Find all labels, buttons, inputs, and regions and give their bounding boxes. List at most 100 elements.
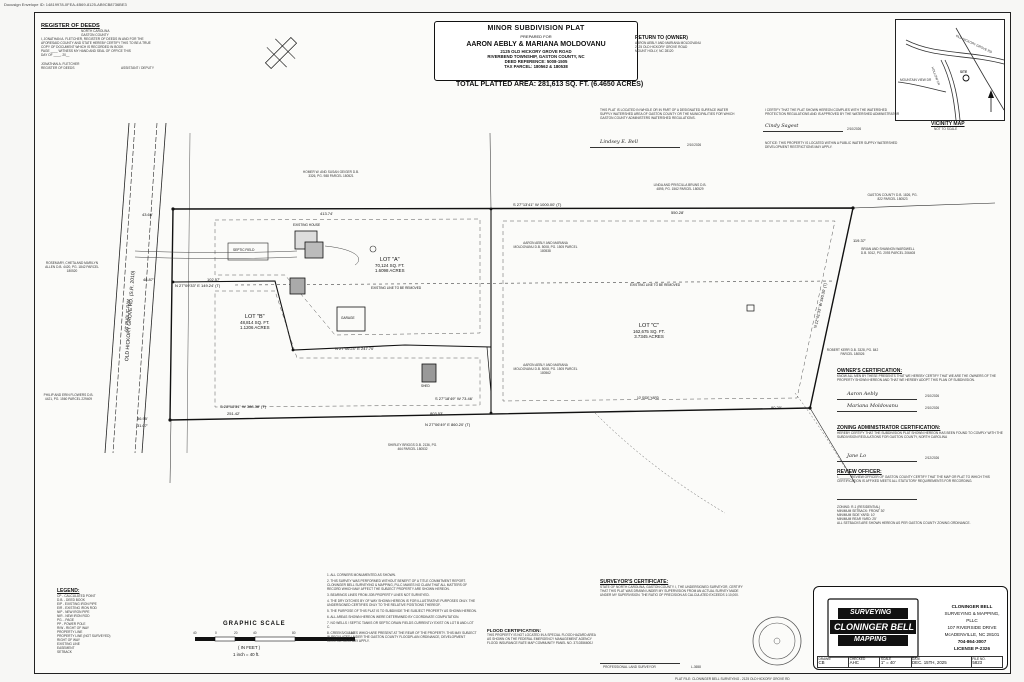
zoning-notes: ZONING: R-1 (RESIDENTIAL) MINIMUM SETBAC… [837, 505, 1007, 525]
boundary-distance: 803.53' [430, 411, 443, 416]
legend-item: EIP - EXISTING IRON PIPE [57, 602, 97, 606]
scale-tick: 20 [234, 631, 238, 635]
plat-sheet: REGISTER OF DEEDS NORTH CAROLINA GASTON … [34, 12, 1011, 681]
lot-line-bearing: N 27°09'33" E 149.24' (T) [175, 283, 221, 288]
docusign-envelope-id: Docusign Envelope ID: 14819978-0FEA-4B69… [4, 2, 127, 7]
legend-item: D.B. - DEED BOOK [57, 598, 85, 602]
zoning-note: ALL SETBACKS ARE SHOWN HEREON AS PER GAS… [837, 521, 971, 525]
existing-line-note: EXISTING LINE TO BE REMOVED [371, 286, 422, 290]
flood-cert-text: THIS PROPERTY IS NOT LOCATED IN A SPECIA… [487, 633, 596, 645]
scale-tick: 0 [215, 631, 217, 635]
register-of-deeds: REGISTER OF DEEDS NORTH CAROLINA GASTON … [41, 23, 191, 70]
owner-sign-date: 2/10/2026 [925, 394, 940, 398]
plat-title: MINOR SUBDIVISION PLAT [487, 25, 585, 32]
legend-item: PROPERTY LINE [57, 630, 83, 634]
title-cell-label: DATE [912, 657, 921, 661]
dimension: 90.20' [771, 405, 782, 410]
lot-line-bearing: S 28°18'31" W 388.38' (T) [220, 404, 267, 409]
plat-footer: PLAT FILE: CLONINGER BELL SURVEYING - 21… [675, 677, 790, 681]
adjoiner-label: ROBERT KERR D.B. 3328, PG. 842 PARCEL 18… [826, 348, 879, 356]
flood-cert-heading: FLOOD CERTIFICATION: [487, 628, 542, 633]
general-notes: 1. ALL CORNERS MONUMENTED AS SHOWN. 2. T… [327, 573, 477, 643]
register-line: AFORESAID COUNTY AND STATE HEREBY CERTIF… [41, 41, 151, 45]
watershed-admin-statement: I CERTIFY THAT THE PLAT SHOWN HEREON COM… [765, 108, 900, 116]
zoning-note: MINIMUM SETBACK: FRONT 30' [837, 509, 885, 513]
register-line: NORTH CAROLINA [81, 29, 110, 33]
surveyor-license: L-3658 [691, 665, 701, 669]
company-logo [827, 598, 919, 658]
logo-mapping: MAPPING [854, 636, 887, 643]
legend-item: CP - CALCULATED POINT [57, 594, 96, 598]
review-officer-text: I, ______ REVIEW OFFICER OF GASTON COUNT… [837, 475, 990, 483]
lot-line-bearing: N 27°06'24" E 247.70' [335, 346, 375, 351]
legend-item: NIP - NEW IRON PIPE [57, 610, 90, 614]
graphic-scale-ratio: 1 inch = 40 ft. [233, 652, 260, 657]
title-cell-value: DEC. 15TH, 2025 [912, 660, 947, 666]
logo-surveying: SURVEYING [850, 609, 892, 616]
owner-cert-heading: OWNER'S CERTIFICATION: [837, 368, 902, 374]
return-to-heading: RETURN TO (OWNER) [635, 35, 688, 41]
adjoiner-label: HOMER W. AND SUSAN GEIGER D.B. 3326, PG.… [302, 170, 360, 178]
zoning-certification: ZONING ADMINISTRATOR CERTIFICATION: HERE… [837, 425, 1007, 439]
review-officer: REVIEW OFFICER: I, ______ REVIEW OFFICER… [837, 469, 1007, 483]
zoning-note: ZONING: R-1 (RESIDENTIAL) [837, 505, 881, 509]
company-line: McADENVILLE, NC 28101 [944, 632, 1000, 637]
dimension: 102.57' [207, 277, 220, 282]
lot-sqft: 48,814 SQ. FT. [240, 320, 270, 325]
signature-line [837, 461, 917, 462]
note-item: 4. THE DRY DITCHES BY OF WAY SHOWN HEREO… [327, 599, 476, 607]
adjoiner-label: GASTON COUNTY D.B. 1826, PG. 822 PARCEL … [867, 193, 918, 201]
lot-acres: 1.1206 ACRES [240, 325, 270, 330]
title-cell: FILE NO.5823 [972, 657, 1002, 667]
legend-item: SETBACK [57, 650, 72, 654]
company-line: CLONINGER BELL [951, 604, 993, 609]
legend-item: EXISTING LINE [57, 642, 80, 646]
lot-a-label: LOT "A" 70,124 SQ. FT. 1.6098 ACRES [375, 257, 405, 273]
surveyor-cert-text: STATE OF NORTH CAROLINA, GASTON COUNTY. … [600, 585, 743, 597]
house-label: EXISTING HOUSE [293, 223, 321, 227]
adjoiner-label: ROSEMARY, CHETA AND MARILYN ALLEN D.B. 4… [45, 261, 99, 273]
dimension: 36.95' [137, 416, 148, 421]
title-cell-label: SCALE [880, 657, 892, 661]
vicinity-site-label: SITE [960, 70, 968, 74]
title-cell-value: 1" = 40' [880, 660, 896, 666]
adjoiner-label: SHIRLEY BRIGGS D.B. 2136, PG. 464 PARCEL… [387, 443, 438, 451]
legend-item: PP - POWER POLE [57, 622, 86, 626]
lot-line-bearing: S 27°18'49" W 73.46' [435, 396, 473, 401]
surveyor-cert-heading: SURVEYOR'S CERTIFICATE: [600, 579, 669, 585]
adjoiner-label: BRIAN AND SHANNON WARDWELL D.B. 5012, PG… [860, 247, 916, 255]
flood-certification: FLOOD CERTIFICATION: THIS PROPERTY IS NO… [487, 628, 597, 645]
zoning-signature: Jane Lo [847, 453, 867, 459]
return-to-block: RETURN TO (OWNER) AARON AEBLY AND MARIAN… [635, 35, 701, 53]
site-address: 2125 OLD HICKORY GROVE ROAD [500, 49, 572, 54]
legend-item: PROPERTY LINE (NOT SURVEYED) [57, 634, 111, 638]
vicinity-map-drawing [897, 27, 1005, 121]
title-cell-label: DRAWN [818, 657, 831, 661]
signature-line [837, 399, 917, 400]
company-line: LICENSE P-2326 [954, 646, 990, 651]
graphic-scale-title: GRAPHIC SCALE [223, 621, 286, 627]
legend-item: EIR - EXISTING IRON ROD [57, 606, 97, 610]
signature-line [837, 499, 917, 500]
zoning-note: MINIMUM SIDE YARD: 10' [837, 513, 876, 517]
register-heading: REGISTER OF DEEDS [41, 23, 100, 29]
owner-certification: OWNER'S CERTIFICATION: KNOW ALL MEN BY T… [837, 368, 1007, 382]
plat-drawing [104, 36, 996, 514]
logo-company-name: CLONINGER BELL [834, 622, 914, 632]
watershed-signature: Lindsey E. Bell [600, 139, 638, 145]
register-line: ASSISTANT / DEPUTY [121, 66, 155, 70]
title-cell-label: FILE NO. [972, 657, 986, 661]
note-item: 2. THIS SURVEY WAS PERFORMED WITHOUT BEN… [327, 579, 468, 591]
lot-name: LOT "C" [638, 323, 659, 329]
legend-item: R/W - RIGHT OF WAY [57, 626, 89, 630]
register-line: REGISTER OF DEEDS [41, 66, 75, 70]
watershed-notice: NOTICE: THIS PROPERTY IS LOCATED WITHIN … [765, 141, 898, 149]
dimension: 43.66' [142, 212, 153, 217]
vicinity-scale-note: NOT TO SCALE [934, 127, 958, 131]
register-line: JONATHAN A. FLETCHER [41, 62, 80, 66]
lot-sqft: 70,124 SQ. FT. [375, 263, 405, 268]
